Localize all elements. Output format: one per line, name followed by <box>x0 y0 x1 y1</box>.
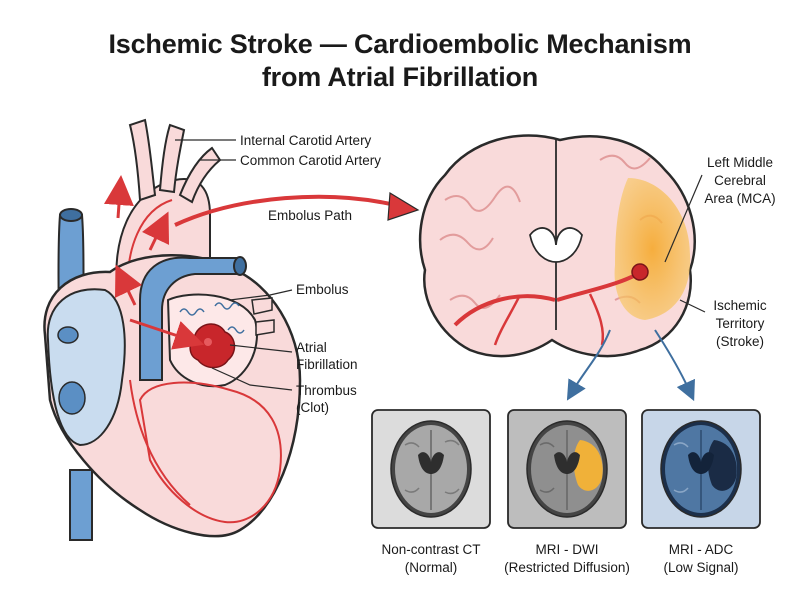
scan-dwi-panel <box>507 409 627 529</box>
ischemic-region <box>614 178 691 320</box>
embolus-path-arrow <box>174 194 396 227</box>
label-af-line1: Atrial <box>296 340 327 355</box>
brain-leaders <box>664 174 706 313</box>
lateral-ventricles <box>529 227 583 263</box>
thrombus-highlight <box>204 338 212 346</box>
title-line-1: Ischemic Stroke — Cardioembolic Mechanis… <box>108 29 692 59</box>
label-ischemic-line2: Territory <box>716 316 765 331</box>
caption-adc-line1: MRI - ADC <box>669 542 734 557</box>
fibrillation-squiggle-3 <box>227 326 245 334</box>
carotid-middle-branch <box>158 123 186 194</box>
atrium-spot-2 <box>57 326 79 344</box>
scan-adc-panel <box>641 409 761 529</box>
arrow-to-adc <box>654 329 695 402</box>
caption-adc-line2: (Low Signal) <box>663 560 738 575</box>
caption-ct-line2: (Normal) <box>405 560 458 575</box>
heart-leaders <box>175 139 293 391</box>
flow-arrow-2 <box>141 211 170 251</box>
brain-coronal-section <box>419 134 696 358</box>
label-mca-line3: Area (MCA) <box>704 191 775 206</box>
embolus-path-arrowhead <box>387 191 420 221</box>
label-ischemic-line1: Ischemic <box>713 298 767 313</box>
vena-cava-opening <box>59 208 83 222</box>
label-mca-line1: Left Middle <box>707 155 773 170</box>
flow-arrow-3 <box>103 175 134 219</box>
fibrillation-squiggle-1 <box>179 308 205 316</box>
occluding-embolus <box>631 263 649 281</box>
left-ventricle <box>138 381 282 524</box>
label-ischemic-line3: (Stroke) <box>716 334 764 349</box>
pulmonary-vein-upper <box>251 297 273 315</box>
label-af-line2: Fibrillation <box>296 357 358 372</box>
mca-left-branch <box>453 294 556 327</box>
fibrillation-squiggle-2 <box>214 302 240 310</box>
flow-arrow-4 <box>129 318 205 350</box>
gyri-lines <box>439 154 663 309</box>
label-embolus: Embolus <box>296 282 349 297</box>
dwi-bright-lesion <box>573 440 603 491</box>
label-common-carotid: Common Carotid Artery <box>240 153 381 168</box>
mca-small-1 <box>493 294 522 346</box>
caption-dwi-line2: (Restricted Diffusion) <box>504 560 630 575</box>
mca-small-2 <box>588 293 605 346</box>
caption-dwi-line1: MRI - DWI <box>536 542 599 557</box>
page-title: Ischemic Stroke — Cardioembolic Mechanis… <box>0 28 800 94</box>
pulmonary-trunk-end <box>233 256 247 276</box>
adc-dark-lesion <box>707 440 737 491</box>
carotid-left-branch <box>128 118 157 202</box>
scan-ct-panel <box>371 409 491 529</box>
label-embolus-path: Embolus Path <box>268 208 352 223</box>
arrow-to-dwi <box>566 329 611 401</box>
title-line-2: from Atrial Fibrillation <box>261 62 539 92</box>
flow-arrow-1 <box>114 264 143 306</box>
inferior-vena-cava <box>69 469 93 541</box>
pulmonary-vein-lower <box>255 319 275 336</box>
heart-illustration <box>43 118 302 541</box>
caption-ct-line1: Non-contrast CT <box>381 542 480 557</box>
atrium-spot-1 <box>58 381 86 415</box>
label-thrombus-line2: (Clot) <box>296 400 329 415</box>
label-internal-carotid: Internal Carotid Artery <box>240 133 372 148</box>
septum-line <box>129 379 191 506</box>
label-mca-line2: Cerebral <box>714 173 766 188</box>
label-thrombus-line1: Thrombus <box>296 383 357 398</box>
